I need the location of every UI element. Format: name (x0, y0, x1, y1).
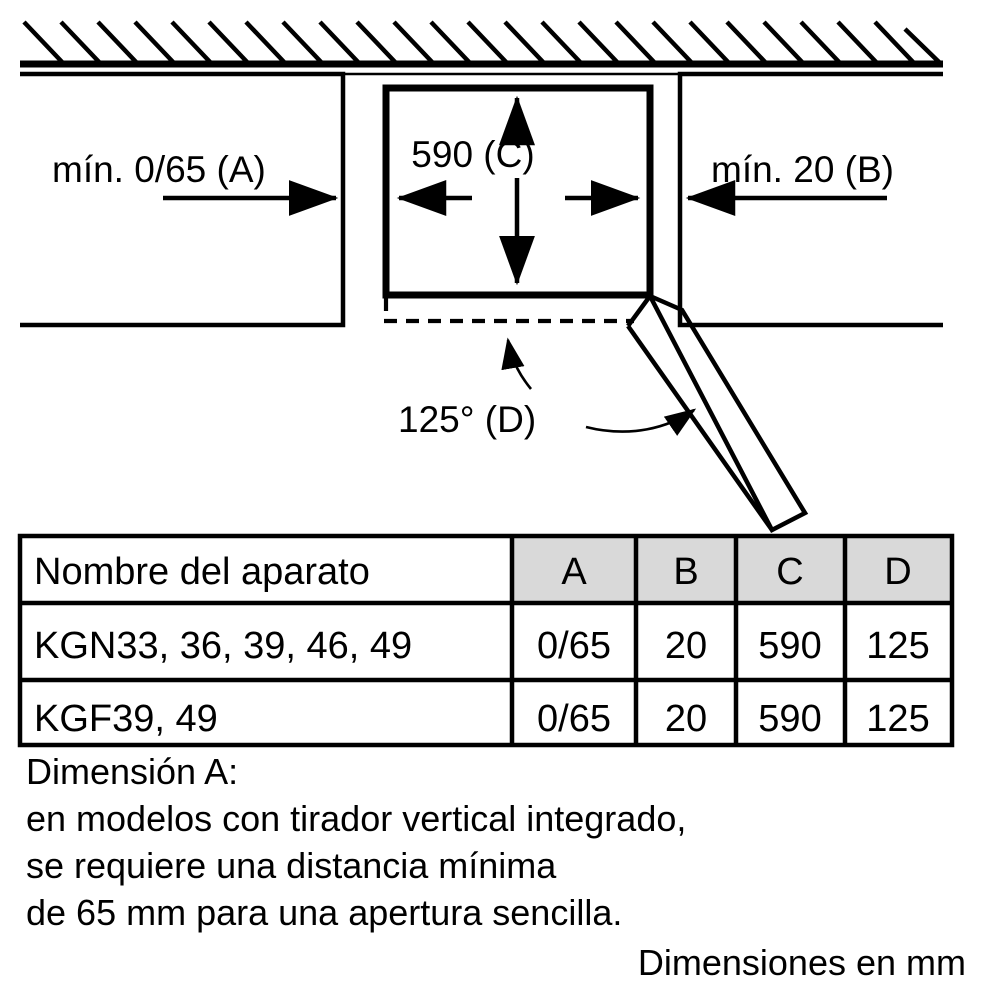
table-header-a: A (561, 551, 587, 593)
notes-block: Dimensión A: en modelos con tirador vert… (26, 751, 966, 983)
dimension-appliance-width: 590 (C) (396, 95, 641, 286)
table-cell-name: KGF39, 49 (34, 698, 218, 740)
table-header-b: B (673, 551, 698, 593)
right-cabinet-outline (677, 71, 943, 328)
table-cell-d: 125 (866, 625, 929, 667)
table-header-cell-c-bg (736, 537, 845, 603)
table-cell-name: KGN33, 36, 39, 46, 49 (34, 625, 412, 667)
table-header-name: Nombre del aparato (34, 551, 370, 593)
note-line-3: se requiere una distancia mínima (26, 845, 557, 886)
table-header-cell-d-bg (845, 537, 952, 603)
table-header-cell-a-bg (512, 537, 636, 603)
table-cell-b: 20 (665, 625, 707, 667)
dimension-table: Nombre del aparato A B C D KGN33, 36, 39… (17, 533, 955, 748)
table-header-c: C (776, 551, 803, 593)
table-row: KGN33, 36, 39, 46, 49 0/65 20 590 125 (34, 625, 930, 667)
dimension-label-d: 125° (D) (398, 399, 536, 440)
note-footer-units: Dimensiones en mm (638, 942, 966, 983)
note-line-4: de 65 mm para una apertura sencilla. (26, 892, 622, 933)
table-cell-a: 0/65 (537, 625, 611, 667)
dimension-label-a: mín. 0/65 (A) (52, 149, 266, 190)
left-cabinet-outline (20, 71, 346, 328)
table-cell-d: 125 (866, 698, 929, 740)
dimension-right-clearance: mín. 20 (B) (685, 149, 894, 216)
table-cell-a: 0/65 (537, 698, 611, 740)
table-cell-c: 590 (758, 698, 821, 740)
table-cell-c: 590 (758, 625, 821, 667)
table-outer-border (17, 533, 955, 748)
table-header-d: D (884, 551, 911, 593)
dimension-label-c: 590 (C) (411, 134, 534, 175)
dimension-door-angle: 125° (D) (398, 337, 697, 440)
appliance-footprint-dashed (383, 298, 634, 324)
dimension-label-b: mín. 20 (B) (711, 149, 894, 190)
note-line-2: en modelos con tirador vertical integrad… (26, 798, 686, 839)
appliance-door-icon (626, 291, 809, 534)
appliance-niche-outline (382, 84, 654, 299)
table-cell-b: 20 (665, 698, 707, 740)
dimension-left-clearance: mín. 0/65 (A) (52, 149, 339, 216)
table-row: KGF39, 49 0/65 20 590 125 (34, 698, 930, 740)
curved-arrow-icon-up (501, 337, 533, 390)
note-line-1: Dimensión A: (26, 751, 238, 792)
wall-hatch-icon (20, 20, 943, 76)
curved-arrow-icon-right (585, 408, 697, 436)
table-header-cell-b-bg (636, 537, 736, 603)
